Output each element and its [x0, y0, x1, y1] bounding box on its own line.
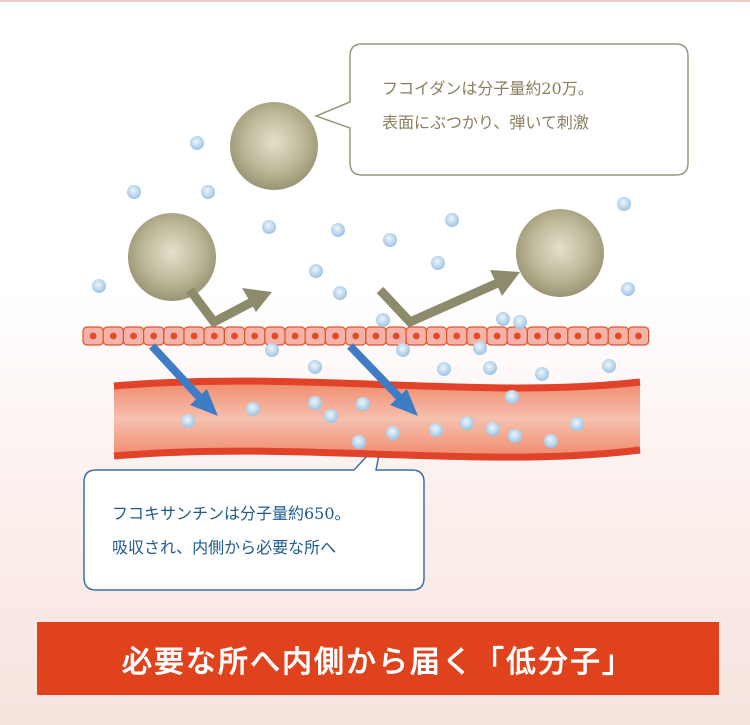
fucoxanthin-molecule: [262, 220, 276, 234]
fucoxanthin-molecule: [265, 343, 279, 357]
fucoxanthin-molecules: [92, 136, 635, 449]
cell-nucleus: [433, 332, 440, 340]
fucoxanthin-molecule: [486, 422, 500, 436]
fucoxanthin-molecule: [308, 396, 322, 410]
cell-nucleus: [473, 332, 481, 340]
cell-nucleus: [534, 332, 541, 340]
fucoxanthin-molecule: [356, 397, 370, 411]
cell-nucleus: [130, 332, 137, 340]
fucoxanthin-callout-line-1: フコキサンチンは分子量約650。: [112, 504, 351, 523]
fucoidan-molecule: [128, 213, 216, 301]
cell-nucleus: [291, 332, 299, 340]
fucoxanthin-molecule: [127, 185, 141, 199]
fucoxanthin-molecule: [333, 286, 347, 300]
cell-nucleus: [170, 332, 178, 340]
fucoxanthin-molecule: [308, 360, 322, 374]
fucoxanthin-molecule: [621, 282, 635, 296]
fucoxanthin-molecule: [431, 256, 445, 270]
blood-vessel-lower-wall: [113, 446, 641, 461]
fucoxanthin-molecule: [473, 341, 487, 355]
cell-nucleus: [392, 332, 400, 340]
fucoidan-molecule: [516, 209, 604, 297]
fucoxanthin-molecule: [181, 414, 195, 428]
fucoxanthin-molecule: [513, 315, 527, 329]
fucoxanthin-molecule: [201, 185, 215, 199]
fucoxanthin-molecule: [396, 343, 410, 357]
fucoidan-callout-line-2: 表面にぶつかり、弾いて刺激: [382, 113, 589, 132]
fucoxanthin-molecule: [505, 390, 519, 404]
fucoxanthin-callout-bubble: [83, 437, 425, 591]
fucoxanthin-molecule: [383, 233, 397, 247]
cell-nucleus: [210, 332, 218, 340]
fucoxanthin-molecule: [386, 426, 400, 440]
bounce-arrow: [186, 287, 272, 328]
cell-nucleus: [493, 332, 501, 340]
cell-nucleus: [251, 332, 259, 340]
fucoxanthin-molecule: [324, 409, 338, 423]
cell-nucleus: [271, 332, 279, 340]
fucoidan-callout-bubble: [313, 43, 689, 176]
cell-nucleus: [332, 332, 339, 340]
fucoxanthin-molecule: [496, 312, 510, 326]
cell-nucleus: [190, 332, 198, 340]
cell-nucleus: [513, 332, 521, 340]
fucoxanthin-molecule: [190, 136, 204, 150]
fucoxanthin-molecule: [602, 359, 616, 373]
fucoxanthin-molecule: [570, 417, 584, 431]
cell-nucleus: [231, 332, 238, 340]
fucoidan-molecule: [230, 102, 318, 190]
fucoxanthin-molecule: [246, 402, 260, 416]
headline-banner-text: 必要な所へ内側から届く「低分子」: [122, 644, 634, 680]
cell-nucleus: [554, 332, 562, 340]
cell-nucleus: [372, 332, 380, 340]
fucoxanthin-callout-text: フコキサンチンは分子量約650。 吸収され、内側から必要な所へ: [112, 497, 412, 565]
cell-nucleus: [109, 332, 117, 340]
fucoxanthin-molecule: [376, 313, 390, 327]
headline-banner: 必要な所へ内側から届く「低分子」: [37, 622, 719, 695]
absorption-arrow: [347, 343, 418, 416]
fucoxanthin-molecule: [309, 264, 323, 278]
cell-nucleus: [614, 332, 622, 340]
fucoxanthin-molecule: [92, 279, 106, 293]
fucoxanthin-molecule: [429, 423, 443, 437]
cell-nucleus: [150, 332, 158, 340]
fucoxanthin-molecule: [331, 223, 345, 237]
fucoxanthin-molecule: [508, 429, 522, 443]
fucoxanthin-molecule: [437, 362, 451, 376]
fucoxanthin-molecule: [483, 361, 497, 375]
cell-nucleus: [412, 332, 420, 340]
fucoxanthin-molecule: [460, 416, 474, 430]
cell-nucleus: [574, 332, 582, 340]
top-border: [0, 0, 750, 2]
bounce-arrow: [376, 270, 520, 328]
fucoxanthin-molecule: [617, 197, 631, 211]
cell-nucleus: [352, 332, 360, 340]
fucoxanthin-molecule: [544, 434, 558, 448]
fucoidan-callout-line-1: フコイダンは分子量約20万。: [382, 79, 594, 98]
fucoxanthin-molecule: [535, 367, 549, 381]
cell-nucleus: [453, 332, 461, 340]
absorption-arrow: [149, 343, 218, 416]
fucoxanthin-molecule: [445, 213, 459, 227]
cell-nucleus: [311, 332, 319, 340]
cell-nucleus: [89, 332, 97, 340]
fucoxanthin-callout-line-2: 吸収され、内側から必要な所へ: [112, 538, 337, 557]
cell-nucleus: [594, 332, 602, 340]
fucoidan-callout-text: フコイダンは分子量約20万。 表面にぶつかり、弾いて刺激: [382, 72, 672, 140]
cell-membrane: [82, 326, 650, 346]
fucoxanthin-molecule: [352, 435, 366, 449]
cell-nucleus: [635, 332, 642, 340]
